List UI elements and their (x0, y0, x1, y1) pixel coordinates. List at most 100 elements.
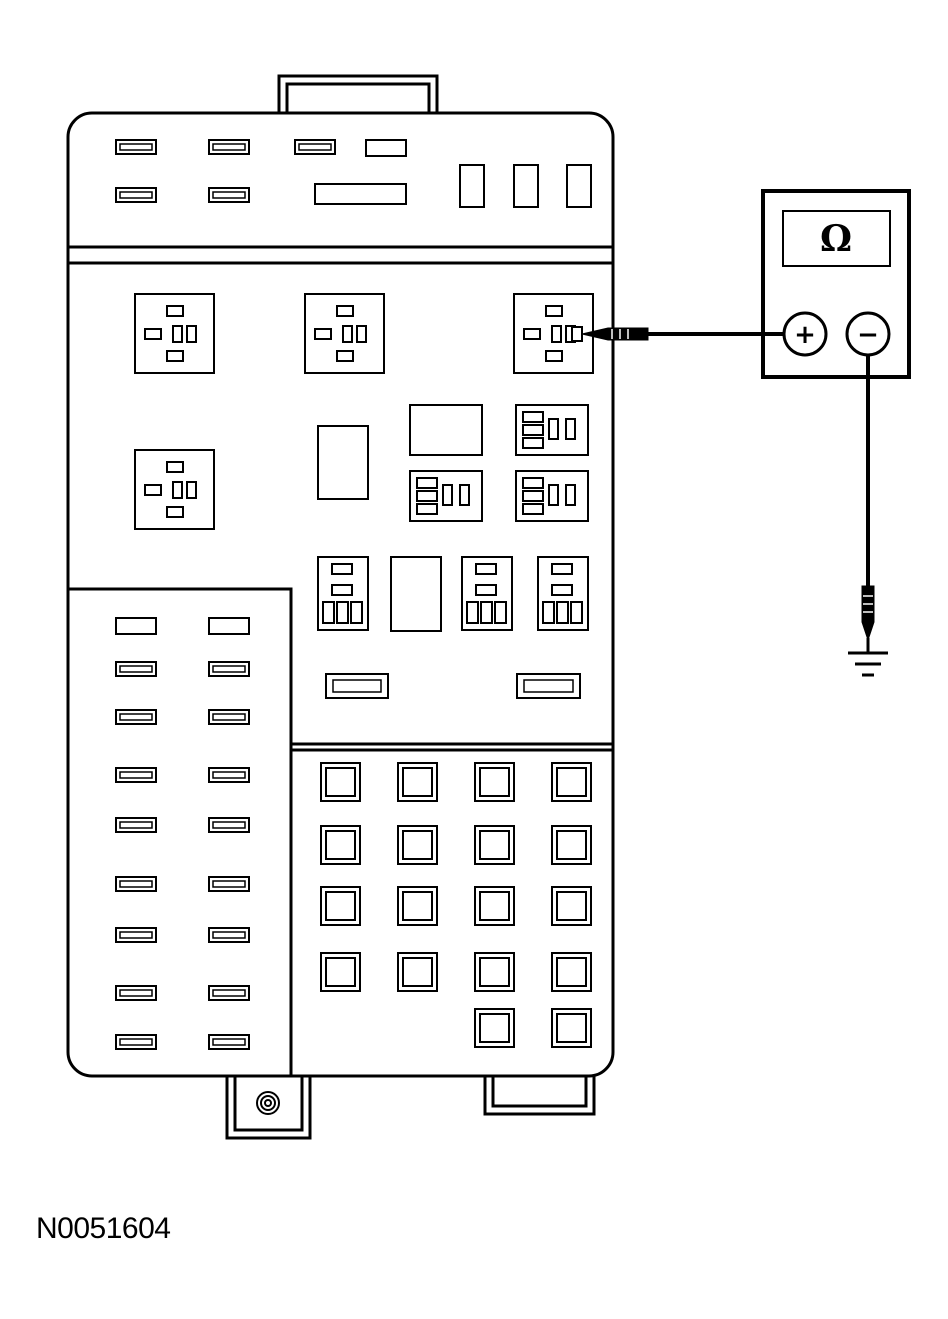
micro-relay-pin (322, 601, 335, 624)
relay-pin (336, 305, 354, 317)
mini-fuse (115, 927, 157, 943)
relay-pin (545, 305, 563, 317)
micro-relay-pin (459, 484, 470, 506)
mini-fuse (294, 139, 336, 155)
micro-relay-pin (475, 584, 497, 596)
mini-fuse (208, 139, 250, 155)
mini-fuse-slot (119, 665, 153, 673)
mini-fuse-slot (212, 1038, 246, 1046)
micro-relay-pin (331, 563, 353, 575)
lower-left-section (68, 587, 293, 1076)
negative-test-lead (861, 355, 875, 652)
relay-pin (545, 350, 563, 362)
blank-module (390, 556, 442, 632)
mini-fuse-slot (298, 143, 332, 151)
top-mounting-tab (277, 74, 439, 118)
relay-pin (166, 461, 184, 473)
mini-fuse-slot (119, 771, 153, 779)
mini-fuse (115, 709, 157, 725)
mini-fuse (208, 927, 250, 943)
mini-fuse-slot (212, 143, 246, 151)
maxi-fuse-inner (556, 957, 587, 987)
maxi-fuse-inner (556, 1013, 587, 1043)
micro-relay-pin (522, 503, 544, 515)
micro-relay-pin (522, 437, 544, 449)
relay-pin (551, 325, 562, 343)
maxi-fuse (397, 886, 438, 926)
micro-relay-pin (416, 477, 438, 489)
micro-relay-pin (565, 484, 576, 506)
long-fuse (314, 183, 407, 205)
maxi-fuse-inner (556, 767, 587, 797)
maxi-fuse (474, 886, 515, 926)
micro-relay-pin (442, 484, 453, 506)
mini-fuse-slot (212, 191, 246, 199)
maxi-fuse (320, 952, 361, 992)
micro-relay-pin (466, 601, 479, 624)
mini-fuse (365, 139, 407, 157)
mini-fuse-slot (212, 821, 246, 829)
mini-fuse-slot (119, 931, 153, 939)
micro-relay-pin (522, 490, 544, 502)
micro-relay-pin (522, 411, 544, 423)
relay-pin (166, 305, 184, 317)
mini-fuse (208, 767, 250, 783)
relay-pin (523, 328, 541, 340)
mini-fuse-slot (212, 665, 246, 673)
maxi-fuse (551, 825, 592, 865)
mini-fuse (115, 1034, 157, 1050)
maxi-fuse (551, 1008, 592, 1048)
positive-test-lead (581, 327, 784, 341)
relay-pin (166, 350, 184, 362)
micro-relay-pin (551, 563, 573, 575)
micro-relay-pin (551, 584, 573, 596)
mini-fuses (115, 139, 592, 1050)
relay-pin (186, 481, 197, 499)
micro-relay-pin (542, 601, 555, 624)
figure-id: N0051604 (36, 1212, 171, 1245)
cartridge-fuse (459, 164, 485, 208)
maxi-fuse-inner (325, 957, 356, 987)
mini-fuse-slot (212, 931, 246, 939)
mini-fuse (115, 187, 157, 203)
ohmmeter: Ω + − (761, 189, 911, 379)
relay-pin (172, 481, 183, 499)
maxi-fuse (474, 762, 515, 802)
maxi-fuse (474, 825, 515, 865)
maxi-fuse (551, 762, 592, 802)
micro-relay-pin (522, 477, 544, 489)
mini-fuse (115, 985, 157, 1001)
micro-relay-pin (548, 484, 559, 506)
probe-tip-icon (581, 327, 649, 341)
maxi-fuse (551, 886, 592, 926)
mini-fuse-slot (119, 880, 153, 888)
micro-relay-pin (416, 503, 438, 515)
probe-socket (571, 326, 583, 342)
mini-fuse (208, 817, 250, 833)
micro-relay-pin (494, 601, 507, 624)
relay-pin (186, 325, 197, 343)
maxi-fuse (320, 886, 361, 926)
maxi-fuse-inner (556, 891, 587, 921)
mini-fuse-slot (212, 989, 246, 997)
ohm-symbol: Ω (820, 218, 852, 260)
mini-fuse-slot (119, 989, 153, 997)
mini-fuse (208, 1034, 250, 1050)
relay-pin (342, 325, 353, 343)
micro-relay-pin (570, 601, 583, 624)
relay-pin (172, 325, 183, 343)
relay-pin (336, 350, 354, 362)
maxi-fuse-inner (402, 767, 433, 797)
mini-fuse-slot (119, 143, 153, 151)
iso-relays (134, 293, 594, 530)
relay-pin (314, 328, 332, 340)
mini-fuse-slot (212, 880, 246, 888)
blade-fuse (516, 673, 581, 699)
mini-fuse (115, 767, 157, 783)
mini-fuse (115, 139, 157, 155)
micro-relay-pin (480, 601, 493, 624)
cartridge-fuse (566, 164, 592, 208)
micro-relay-pin (350, 601, 363, 624)
micro-relays (317, 326, 589, 699)
